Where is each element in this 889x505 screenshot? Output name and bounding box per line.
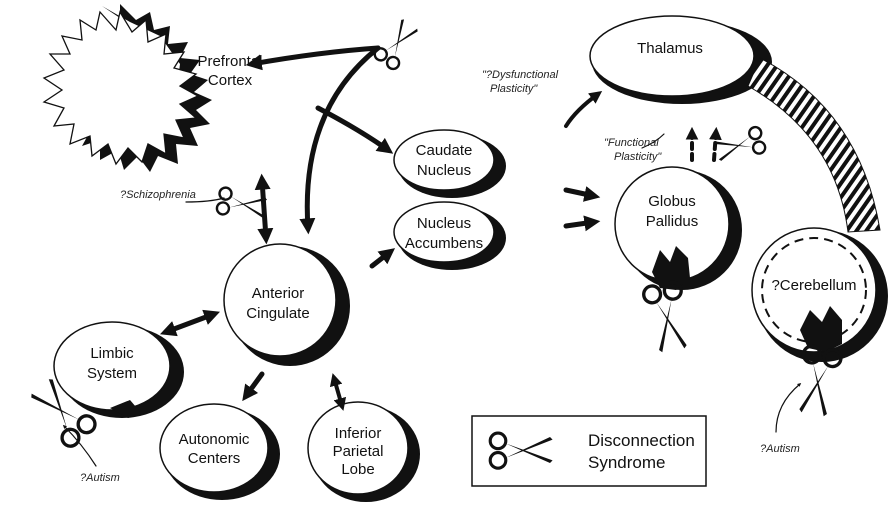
parietal-label-1: Inferior bbox=[335, 425, 382, 442]
autonomic-label-2: Centers bbox=[188, 450, 241, 467]
node-nucleus-accumbens: Nucleus Accumbens bbox=[393, 201, 506, 270]
autonomic-label-1: Autonomic bbox=[179, 431, 250, 448]
legend-label-1: Disconnection bbox=[588, 431, 695, 450]
legend: Disconnection Syndrome bbox=[471, 415, 707, 487]
globus-label-1: Globus bbox=[648, 193, 696, 210]
arrow-cingulate-accumbens bbox=[369, 248, 396, 269]
globus-label-2: Pallidus bbox=[646, 213, 699, 230]
thalamus-cerebellum-band bbox=[747, 57, 881, 233]
node-autonomic-centers: Autonomic Centers bbox=[159, 403, 280, 500]
arrow-top-to-prefrontal bbox=[245, 45, 381, 71]
thalamus-label: Thalamus bbox=[637, 40, 703, 57]
arrow-functional-2 bbox=[709, 126, 722, 162]
functional-label-1: "Functional bbox=[604, 137, 659, 149]
scissors-icon bbox=[371, 15, 424, 73]
arrow-dysfunctional-thalamus bbox=[564, 90, 603, 128]
autism-left-label: ?Autism bbox=[80, 472, 120, 484]
node-cerebellum: ?Cerebellum bbox=[751, 227, 888, 362]
functional-label-2: Plasticity" bbox=[614, 151, 662, 163]
arrow-caudate-globus bbox=[563, 186, 601, 202]
caudate-label-2: Nucleus bbox=[417, 162, 471, 179]
cingulate-label-1: Anterior bbox=[252, 285, 305, 302]
node-limbic-system: Limbic System bbox=[53, 321, 184, 418]
connections bbox=[62, 45, 802, 467]
scissors-icon bbox=[214, 185, 270, 223]
node-thalamus: Thalamus bbox=[589, 15, 772, 104]
cerebellum-label: ?Cerebellum bbox=[771, 277, 856, 294]
cingulate-label-2: Cingulate bbox=[246, 305, 309, 322]
accumbens-label-2: Accumbens bbox=[405, 235, 483, 252]
autism-right-label: ?Autism bbox=[760, 443, 800, 455]
limbic-label-1: Limbic bbox=[90, 345, 134, 362]
parietal-label-2: Parietal bbox=[333, 443, 384, 460]
arrow-limbic-cingulate bbox=[160, 309, 220, 337]
arrow-top-to-cingulate bbox=[299, 45, 381, 235]
arrow-prefrontal-cingulate bbox=[254, 173, 274, 245]
node-inferior-parietal-lobe: Inferior Parietal Lobe bbox=[307, 401, 420, 502]
scissors-icon bbox=[640, 279, 693, 356]
caudate-label-1: Caudate bbox=[416, 142, 473, 159]
node-prefrontal-cortex-body bbox=[42, 4, 212, 172]
prefrontal-label-line2: Cortex bbox=[208, 72, 253, 89]
pointer-autism-right bbox=[775, 383, 802, 433]
arrow-accumbens-globus bbox=[563, 215, 601, 232]
limbic-label-2: System bbox=[87, 365, 137, 382]
prefrontal-star-main bbox=[42, 10, 200, 166]
parietal-label-3: Lobe bbox=[341, 461, 374, 478]
legend-label-2: Syndrome bbox=[588, 453, 665, 472]
arrow-prefrontal-caudate bbox=[315, 105, 394, 154]
dysfunctional-label-2: Plasticity" bbox=[490, 83, 538, 95]
node-globus-pallidus: Globus Pallidus bbox=[614, 166, 742, 290]
schizophrenia-label: ?Schizophrenia bbox=[120, 189, 196, 201]
arrow-cingulate-parietal bbox=[329, 373, 347, 411]
arrow-cingulate-autonomic bbox=[242, 371, 265, 402]
node-caudate-nucleus: Caudate Nucleus bbox=[393, 129, 506, 198]
node-anterior-cingulate: Anterior Cingulate bbox=[223, 243, 350, 366]
pointer-functional bbox=[641, 133, 665, 149]
scissors-icon bbox=[711, 124, 768, 166]
dysfunctional-label-1: "?Dysfunctional bbox=[482, 69, 559, 81]
accumbens-label-1: Nucleus bbox=[417, 215, 471, 232]
